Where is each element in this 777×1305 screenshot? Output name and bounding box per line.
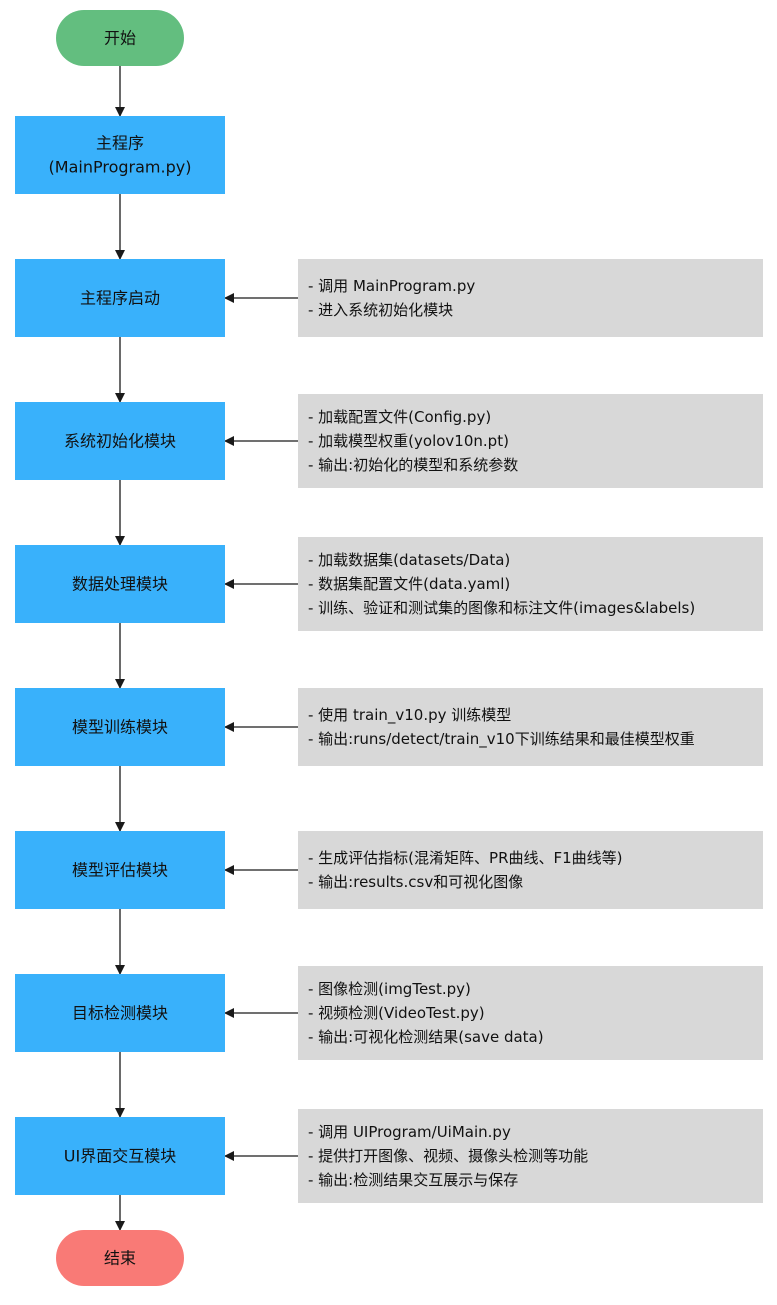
note-2: - 调用 MainProgram.py - 进入系统初始化模块 bbox=[298, 259, 763, 337]
note-box bbox=[298, 966, 763, 1060]
step-label: 数据处理模块 bbox=[72, 575, 168, 594]
note-line: - 进入系统初始化模块 bbox=[308, 301, 453, 319]
process-steps: 主程序 (MainProgram.py) 主程序启动系统初始化模块数据处理模块模型训… bbox=[15, 116, 225, 1195]
note-box bbox=[298, 688, 763, 766]
step-3: 系统初始化模块 bbox=[15, 402, 225, 480]
note-line: - 输出:runs/detect/train_v10下训练结果和最佳模型权重 bbox=[308, 730, 695, 749]
note-line: - 生成评估指标(混淆矩阵、PR曲线、F1曲线等) bbox=[308, 849, 623, 867]
note-connectors bbox=[224, 293, 298, 1161]
note-line: - 提供打开图像、视频、摄像头检测等功能 bbox=[308, 1147, 588, 1165]
step-box bbox=[15, 1117, 225, 1195]
step-box bbox=[15, 974, 225, 1052]
note-line: - 使用 train_v10.py 训练模型 bbox=[308, 706, 511, 725]
note-box bbox=[298, 1109, 763, 1203]
note-line: - 图像检测(imgTest.py) bbox=[308, 980, 471, 998]
note-line: - 输出:可视化检测结果(save data) bbox=[308, 1028, 544, 1046]
step-4: 数据处理模块 bbox=[15, 545, 225, 623]
step-5: 模型训练模块 bbox=[15, 688, 225, 766]
start-terminal-shape bbox=[56, 10, 184, 66]
note-line: - 输出:初始化的模型和系统参数 bbox=[308, 456, 518, 474]
step-box bbox=[15, 545, 225, 623]
step-label: 主程序 bbox=[96, 134, 144, 153]
note-line: - 视频检测(VideoTest.py) bbox=[308, 1004, 485, 1022]
step-label: 主程序启动 bbox=[80, 289, 160, 308]
step-box bbox=[15, 402, 225, 480]
step-7: 目标检测模块 bbox=[15, 974, 225, 1052]
note-line: - 数据集配置文件(data.yaml) bbox=[308, 575, 510, 593]
note-box bbox=[298, 831, 763, 909]
note-line: - 输出:results.csv和可视化图像 bbox=[308, 873, 523, 891]
step-box bbox=[15, 116, 225, 194]
step-label: (MainProgram.py) bbox=[49, 158, 192, 177]
step-8: UI界面交互模块 bbox=[15, 1117, 225, 1195]
note-5: - 使用 train_v10.py 训练模型 - 输出:runs/detect/t… bbox=[298, 688, 763, 766]
start-label: 开始 bbox=[104, 29, 136, 48]
start-node: 开始 bbox=[56, 10, 184, 66]
step-notes: - 调用 MainProgram.py - 进入系统初始化模块 - 加载配置文件(C… bbox=[298, 259, 763, 1203]
note-7: - 图像检测(imgTest.py) - 视频检测(VideoTest.py) - … bbox=[298, 966, 763, 1060]
note-box bbox=[298, 394, 763, 488]
note-line: - 加载模型权重(yolov10n.pt) bbox=[308, 432, 509, 450]
note-box bbox=[298, 259, 763, 337]
note-line: - 加载数据集(datasets/Data) bbox=[308, 551, 510, 569]
step-box bbox=[15, 259, 225, 337]
step-box bbox=[15, 688, 225, 766]
note-3: - 加载配置文件(Config.py) - 加载模型权重(yolov10n.pt)… bbox=[298, 394, 763, 488]
step-1: 主程序 (MainProgram.py) bbox=[15, 116, 225, 194]
step-2: 主程序启动 bbox=[15, 259, 225, 337]
step-label: 系统初始化模块 bbox=[64, 432, 176, 451]
note-4: - 加载数据集(datasets/Data) - 数据集配置文件(data.yam… bbox=[298, 537, 763, 631]
step-box bbox=[15, 831, 225, 909]
note-line: - 调用 MainProgram.py bbox=[308, 277, 475, 295]
note-6: - 生成评估指标(混淆矩阵、PR曲线、F1曲线等) - 输出:results.cs… bbox=[298, 831, 763, 909]
note-8: - 调用 UIProgram/UiMain.py - 提供打开图像、视频、摄像头检… bbox=[298, 1109, 763, 1203]
step-6: 模型评估模块 bbox=[15, 831, 225, 909]
note-box bbox=[298, 537, 763, 631]
step-label: UI界面交互模块 bbox=[64, 1147, 176, 1166]
note-line: - 训练、验证和测试集的图像和标注文件(images&labels) bbox=[308, 599, 695, 617]
end-terminal-shape bbox=[56, 1230, 184, 1286]
end-label: 结束 bbox=[104, 1249, 136, 1268]
step-label: 模型训练模块 bbox=[72, 718, 168, 737]
end-node: 结束 bbox=[56, 1230, 184, 1286]
note-line: - 加载配置文件(Config.py) bbox=[308, 408, 491, 426]
note-line: - 调用 UIProgram/UiMain.py bbox=[308, 1123, 511, 1141]
note-line: - 输出:检测结果交互展示与保存 bbox=[308, 1171, 518, 1189]
step-label: 模型评估模块 bbox=[72, 861, 168, 880]
step-label: 目标检测模块 bbox=[72, 1004, 168, 1023]
